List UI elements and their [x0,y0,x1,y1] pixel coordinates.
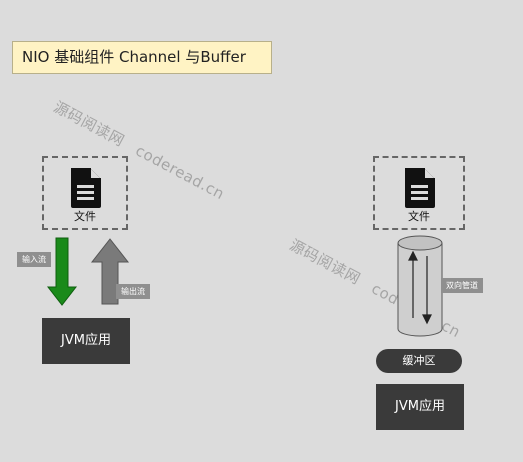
input-stream-arrow [46,237,78,306]
left-file-label: 文件 [74,210,96,223]
left-file-box: 文件 [42,156,128,230]
right-jvm-box: JVM应用 [376,384,464,430]
input-stream-tag: 输入流 [17,252,51,267]
channel-tag: 双向管道 [441,278,483,293]
document-icon [71,168,101,208]
diagram-title: NIO 基础组件 Channel 与Buffer [12,41,272,74]
output-stream-tag: 输出流 [116,284,150,299]
left-jvm-box: JVM应用 [42,318,130,364]
right-file-box: 文件 [373,156,465,230]
buffer-pill: 缓冲区 [376,349,462,373]
bidirectional-arrows [408,250,432,325]
channel-pipe [397,235,443,337]
right-file-label: 文件 [408,210,430,223]
document-icon-right [405,168,435,208]
